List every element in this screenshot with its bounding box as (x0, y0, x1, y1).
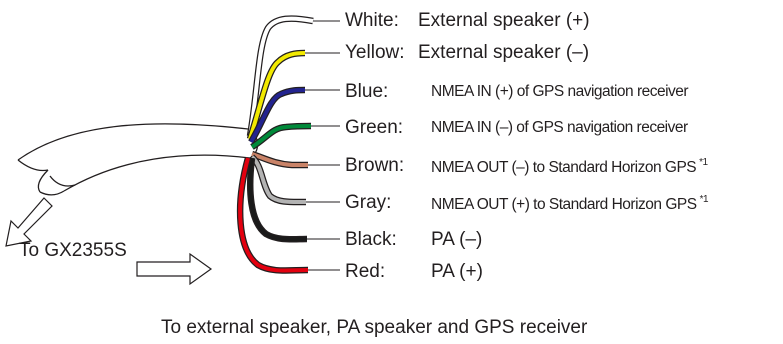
wire-label-black: Black: (345, 229, 397, 250)
footnote-mark-gray: *1 (699, 194, 709, 205)
wire-green (250, 124, 312, 149)
wire-desc-yellow: External speaker (–) (418, 42, 590, 63)
wire-red (238, 157, 309, 273)
wire-desc-gray: NMEA OUT (+) to Standard Horizon GPS*1 (431, 194, 709, 213)
wire-label-yellow: Yellow: (345, 42, 405, 63)
arrow-to-gx2355s-icon (5, 197, 53, 247)
wire-gray (250, 155, 307, 205)
wire-label-gray: Gray: (345, 192, 392, 213)
to-gx2355s-label: To GX2355S (19, 240, 127, 261)
wire-black (248, 157, 308, 242)
wire-brown (251, 152, 308, 167)
wire-desc-blue: NMEA IN (+) of GPS navigation receiver (431, 83, 689, 100)
wire-label-green: Green: (345, 117, 404, 138)
wire-desc-gray-text: NMEA OUT (+) to Standard Horizon GPS (431, 196, 697, 213)
wires-group (236, 15, 314, 274)
wire-desc-red: PA (+) (431, 261, 483, 282)
wire-blue (249, 88, 306, 144)
wire-white (248, 16, 314, 137)
main-cable (17, 123, 259, 196)
wire-label-white: White: (345, 10, 399, 31)
wire-desc-green: NMEA IN (–) of GPS navigation receiver (431, 119, 688, 136)
to-devices-label: To external speaker, PA speaker and GPS … (161, 317, 588, 338)
wire-label-blue: Blue: (345, 81, 389, 102)
leader-lines (305, 20, 340, 271)
wire-desc-brown-text: NMEA OUT (–) to Standard Horizon GPS (431, 159, 697, 176)
wire-yellow (248, 51, 306, 140)
wire-desc-brown: NMEA OUT (–) to Standard Horizon GPS*1 (431, 158, 708, 176)
wire-desc-black: PA (–) (431, 229, 483, 250)
footnote-mark-brown: *1 (699, 157, 708, 168)
arrow-to-devices-icon (136, 252, 213, 286)
wire-label-brown: Brown: (345, 155, 405, 176)
wire-desc-white: External speaker (+) (418, 10, 590, 31)
wire-label-red: Red: (345, 261, 386, 282)
